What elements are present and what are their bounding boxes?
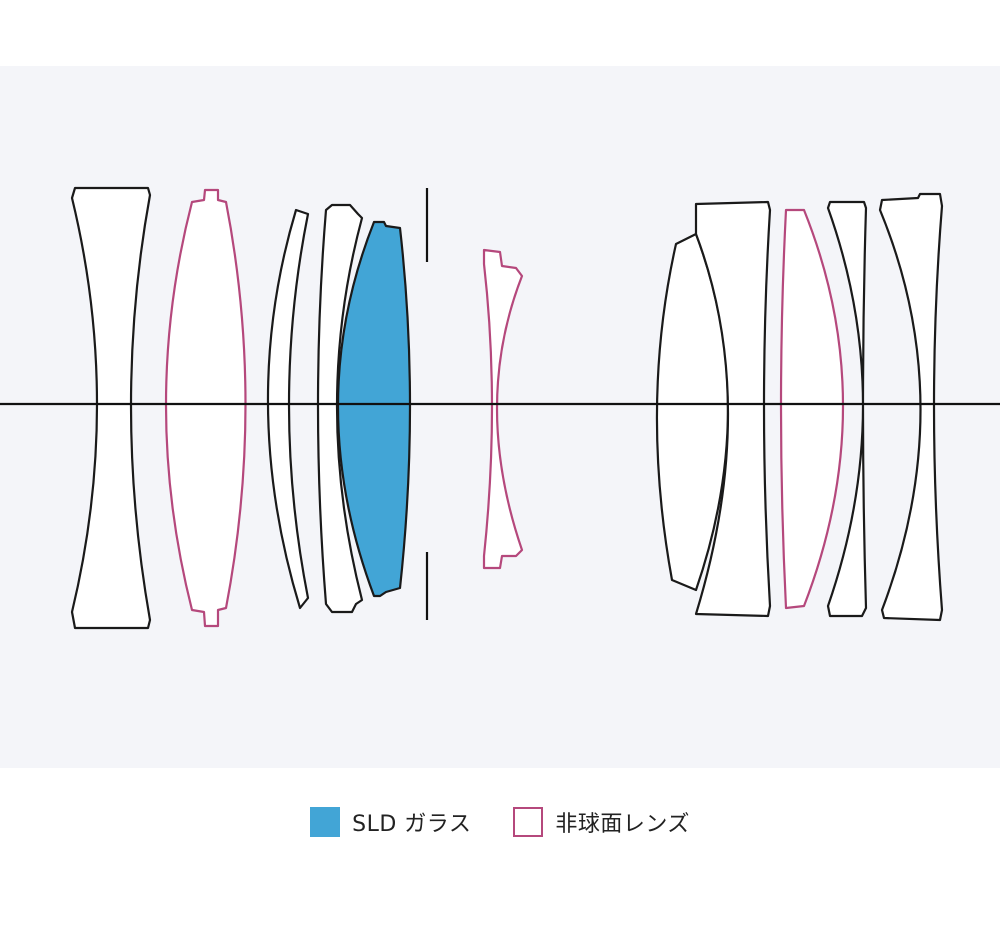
legend-item-sld: SLD ガラス	[310, 806, 471, 838]
lens-element-11	[878, 192, 944, 622]
lens-element-6-aspherical	[482, 248, 524, 570]
lens-element-2-aspherical	[164, 188, 247, 628]
lens-element-1	[70, 186, 152, 630]
aspherical-label: 非球面レンズ	[555, 812, 690, 837]
lens-element-4	[316, 203, 364, 614]
legend-item-aspherical: 非球面レンズ	[513, 806, 690, 838]
lens-element-3	[266, 208, 310, 610]
sld-label: SLD ガラス	[352, 812, 472, 837]
lens-element-9-aspherical	[779, 208, 845, 610]
lens-element-5-sld	[336, 220, 412, 598]
lens-element-8	[694, 200, 772, 618]
sld-swatch	[310, 807, 341, 837]
aspherical-swatch	[513, 807, 544, 837]
legend: SLD ガラス 非球面レンズ	[0, 806, 1000, 838]
lens-element-10	[826, 200, 868, 618]
